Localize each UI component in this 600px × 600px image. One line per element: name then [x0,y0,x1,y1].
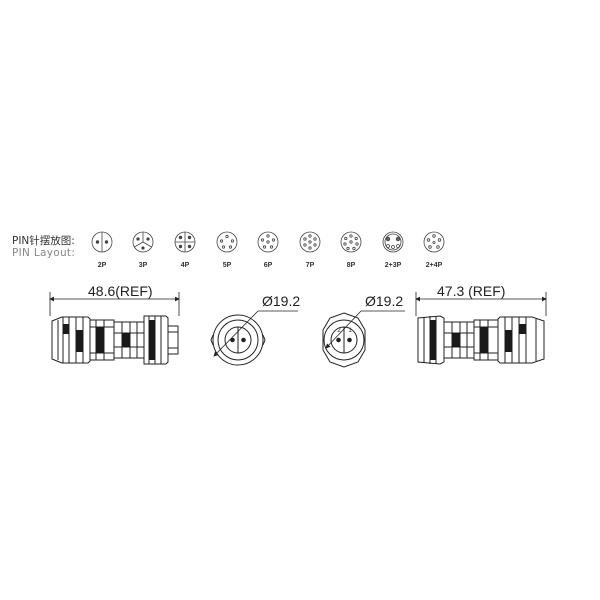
right-connector-shading [430,320,526,360]
pin-icon-2-4p [423,231,445,253]
right-front-face [322,312,366,368]
right-diameter-dimension: Ø19.2 [365,293,404,309]
left-connector-side-view [51,315,179,365]
pin-label-6p: 6P [263,262,273,269]
face-pin-2: 2 [337,328,341,334]
pin-layout-title-en: PIN Layout: [12,247,76,259]
left-front-face [210,314,266,366]
right-length-dimension: 47.3 (REF) [437,283,506,299]
pin-label-5p: 5P [222,262,232,269]
pin-label-7p: 7P [305,262,315,269]
pin-icon-8p [340,231,362,253]
face-pin-1: 1 [348,328,352,334]
pin-label-2-3p: 2+3P [384,262,402,269]
pin-label-3p: 3P [138,262,148,269]
right-diameter-leader [325,310,405,349]
left-diameter-dimension: Ø19.2 [262,293,301,309]
pin-icon-3p [132,231,154,253]
pin-label-4p: 4P [180,262,190,269]
pin-layout-title-zh: PIN针摆放图: [12,235,75,247]
pin-icon-4p [174,231,196,253]
pin-layout-title: PIN针摆放图: PIN Layout: [12,235,75,259]
pin-icon-7p [299,231,321,253]
pin-icon-2p [91,231,113,253]
right-length-dim-line [415,292,547,316]
left-connector-shading [63,320,155,360]
pin-label-2p: 2P [97,262,107,269]
pin-label-8p: 8P [346,262,356,269]
pin-icon-5p [216,231,238,253]
left-diameter-leader [213,310,298,357]
pin-label-2-4p: 2+4P [425,262,443,269]
left-length-dimension: 48.6(REF) [88,283,153,299]
left-length-dim-line [49,292,180,316]
pin-icon-6p [257,231,279,253]
pin-icon-2-3p [382,231,404,253]
